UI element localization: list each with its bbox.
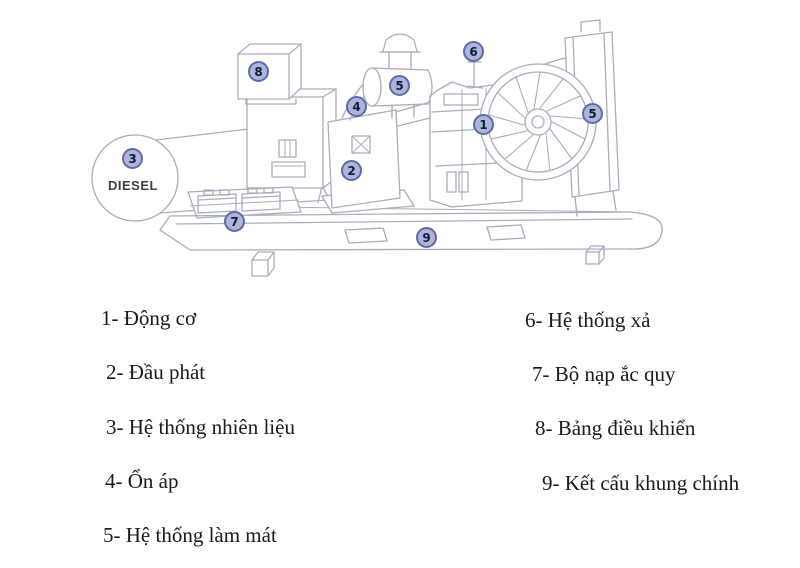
legend-item-5: 5- Hệ thống làm mát <box>103 523 277 547</box>
legend-item-6: 6- Hệ thống xả <box>525 308 651 332</box>
battery-charger <box>187 186 302 219</box>
legend-item-7: 7- Bộ nạp ắc quy <box>532 362 676 386</box>
marker-9: 9 <box>416 227 437 248</box>
marker-7: 7 <box>224 211 245 232</box>
exhaust-pipe <box>467 61 484 89</box>
base-frame <box>159 211 663 277</box>
legend-item-4: 4- Ổn áp <box>105 469 179 493</box>
marker-5: 5 <box>582 103 603 124</box>
marker-3: 3 <box>122 148 143 169</box>
marker-8: 8 <box>248 61 269 82</box>
air-cleaner <box>362 33 433 119</box>
legend-item-8: 8- Bảng điều khiển <box>535 416 696 440</box>
alternator <box>321 101 431 214</box>
generator-line-art <box>91 19 663 277</box>
marker-4: 4 <box>346 96 367 117</box>
marker-6: 6 <box>463 41 484 62</box>
marker-2: 2 <box>341 160 362 181</box>
legend-item-2: 2- Đầu phát <box>106 360 206 384</box>
control-panel-box <box>237 43 302 105</box>
diesel-tank-label: DIESEL <box>108 178 158 193</box>
marker-5: 5 <box>389 75 410 96</box>
legend-item-3: 3- Hệ thống nhiên liệu <box>106 415 295 439</box>
cooling-fan <box>479 63 597 181</box>
legend-item-1: 1- Động cơ <box>101 306 197 330</box>
legend-item-9: 9- Kết cấu khung chính <box>542 471 740 495</box>
generator-diagram: DIESEL 1 2 3 4 5 5 6 7 8 9 <box>91 19 663 277</box>
marker-1: 1 <box>473 114 494 135</box>
